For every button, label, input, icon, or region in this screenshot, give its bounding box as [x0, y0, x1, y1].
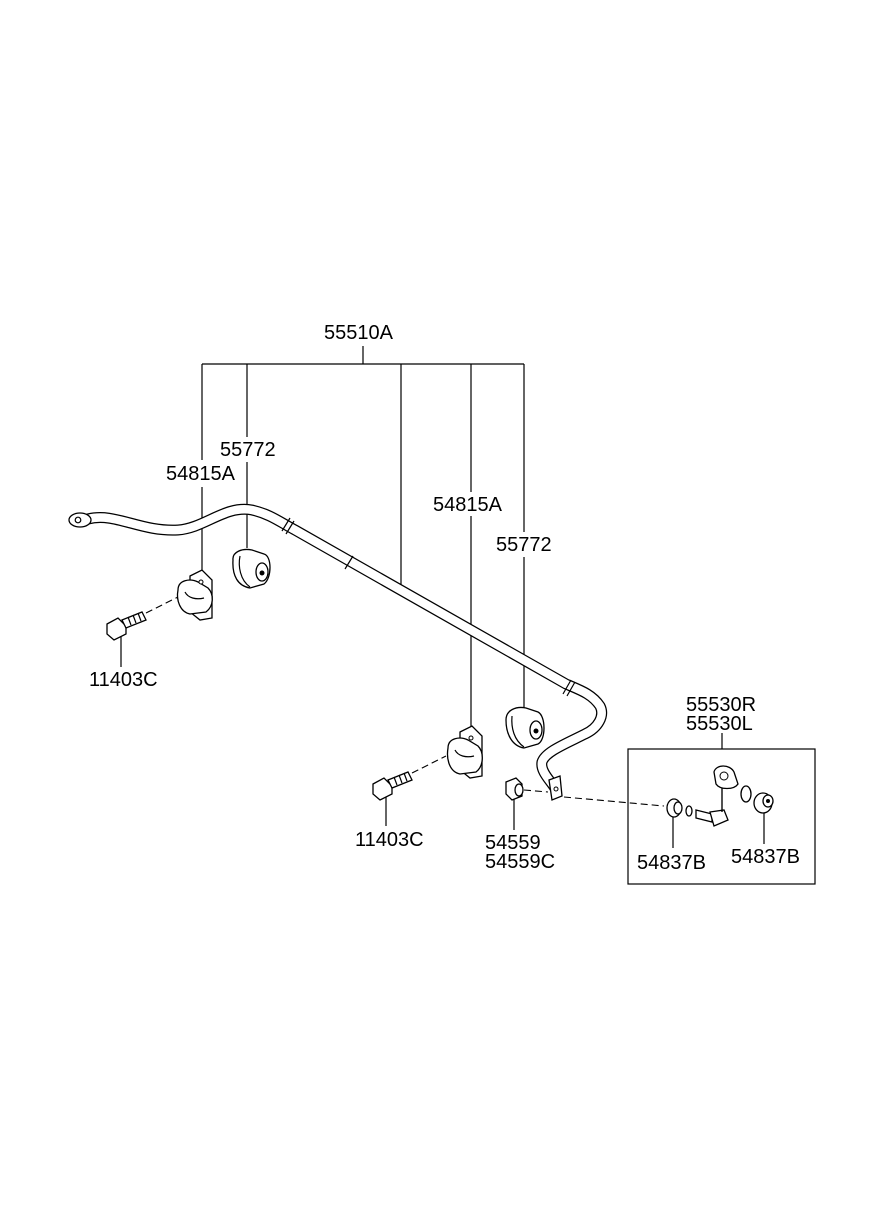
label-link-part-right: 54837B: [731, 846, 800, 868]
part-labels: 55510A 55772 54815A 54815A 55772 11403C …: [89, 322, 800, 874]
label-link-part-left: 54837B: [637, 852, 706, 874]
nut: [505, 777, 549, 801]
label-bolt-right: 11403C: [355, 829, 424, 851]
bolt-left: [106, 596, 179, 641]
label-bushing-right: 55772: [496, 534, 552, 556]
label-link-r: 55530R: [686, 694, 756, 716]
stabilizer-bar: [68, 503, 608, 801]
leader-lines: [120, 346, 765, 848]
bracket-right: [446, 725, 483, 779]
label-bracket-left: 54815A: [166, 463, 236, 485]
link-assembly: [563, 748, 816, 885]
bolt-right: [372, 755, 447, 801]
label-bushing-left: 55772: [220, 439, 276, 461]
label-bolt-left: 11403C: [89, 669, 158, 691]
bracket-left: [176, 569, 213, 621]
label-stabilizer-bar: 55510A: [324, 322, 394, 344]
bushing-right: [505, 706, 545, 749]
link-assembly-box: [627, 748, 816, 885]
label-nut-1: 54559: [485, 832, 541, 854]
label-bracket-right: 54815A: [433, 494, 503, 516]
bushing-left: [232, 548, 271, 589]
label-link-l: 55530L: [686, 713, 753, 735]
label-nut-2: 54559C: [485, 851, 555, 873]
